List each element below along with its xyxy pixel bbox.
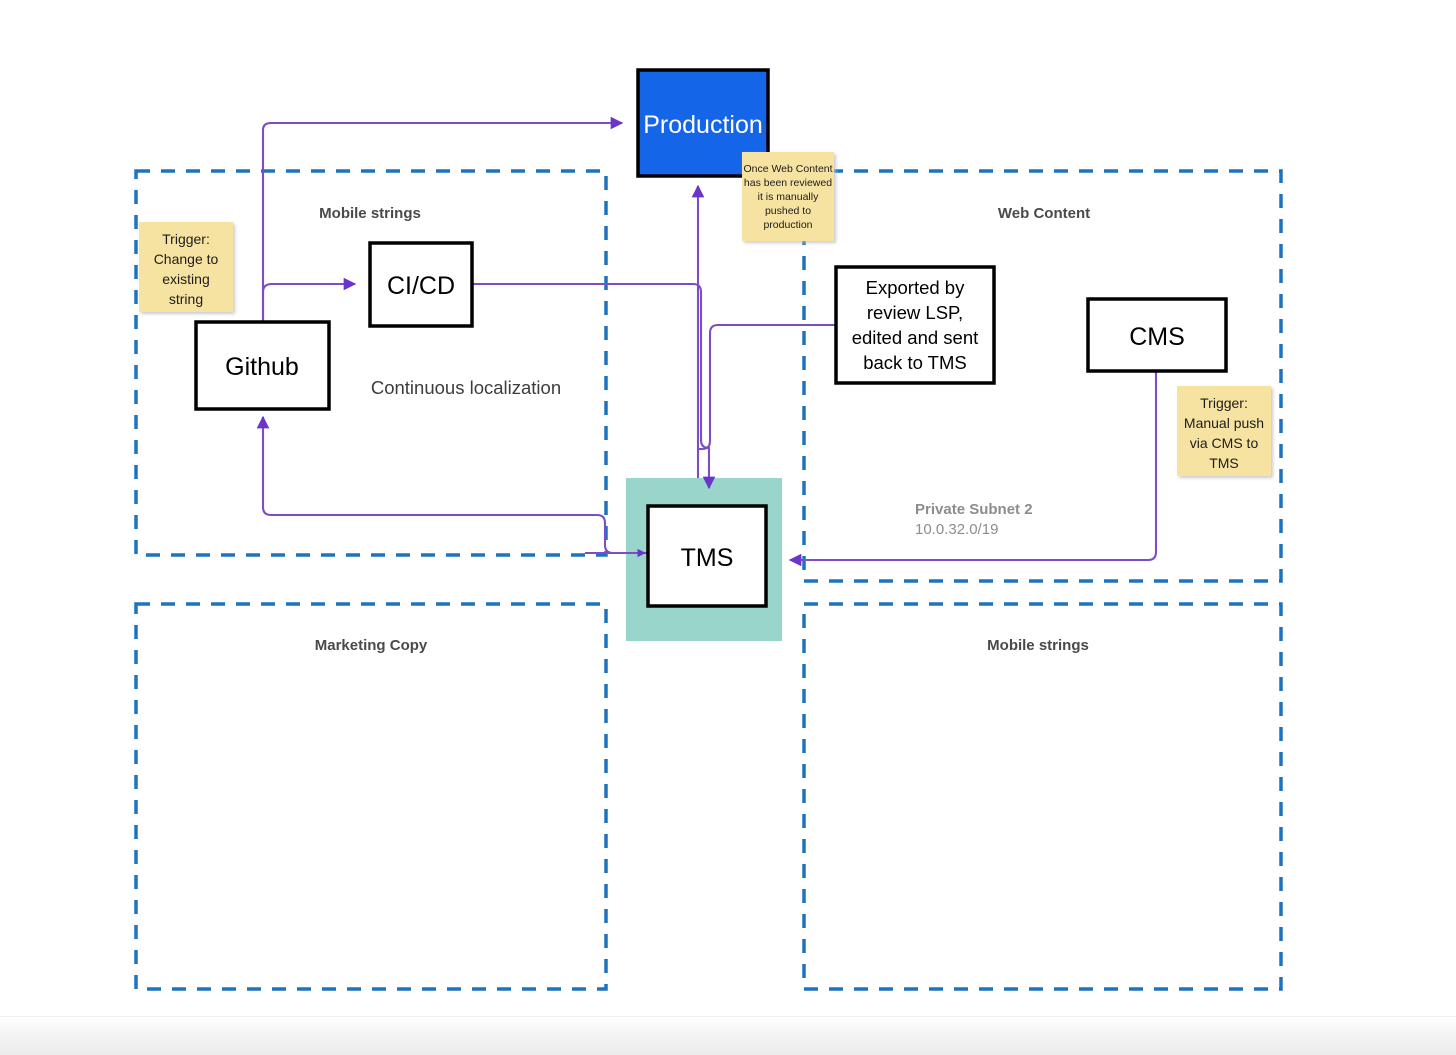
sticky-note-trigger-change-existing-string-text: Trigger: Change to existing string xyxy=(154,231,219,307)
node-exported-lsp-line-4: back to TMS xyxy=(863,352,967,373)
sticky-3-line-1: Trigger: xyxy=(1200,395,1248,411)
node-exported-lsp-line-3: edited and sent xyxy=(852,327,979,348)
private-subnet-label: Private Subnet 2 10.0.32.0/19 xyxy=(915,501,1033,538)
sticky-note-trigger-manual-push-cms[interactable] xyxy=(1177,386,1271,476)
sticky-2-line-4: pushed to xyxy=(765,205,811,217)
sticky-2-line-2: has been reviewed xyxy=(744,177,832,189)
node-exported-lsp[interactable]: Exported by review LSP, edited and sent … xyxy=(834,265,996,385)
node-github-label: Github xyxy=(225,353,299,381)
group-title-marketing-copy: Marketing Copy xyxy=(315,637,428,654)
sticky-note-trigger-manual-push-cms-text: Trigger: Manual push via CMS to TMS xyxy=(1184,395,1264,471)
group-marketing-copy xyxy=(134,602,608,991)
sticky-note-web-content-manual-push-text: Once Web Content has been reviewed it is… xyxy=(743,163,832,231)
sticky-3-line-2: Manual push xyxy=(1184,415,1264,431)
caption-continuous-localization: Continuous localization xyxy=(371,377,561,398)
sticky-2-line-1: Once Web Content xyxy=(743,163,832,175)
group-web-content xyxy=(802,169,1283,583)
node-exported-lsp-line-2: review LSP, xyxy=(867,302,963,323)
node-cicd-label: CI/CD xyxy=(387,272,455,300)
sticky-1-line-3: existing xyxy=(162,271,209,287)
sticky-1-line-1: Trigger: xyxy=(162,231,210,247)
sticky-2-line-5: production xyxy=(763,219,812,231)
group-mobile-strings-bottom xyxy=(802,602,1283,991)
group-mobile-strings-top xyxy=(134,169,608,557)
connector-tms-to-github xyxy=(256,415,648,555)
node-cicd[interactable]: CI/CD xyxy=(368,241,474,328)
sticky-note-trigger-change-existing-string[interactable] xyxy=(139,222,233,312)
private-subnet-title: Private Subnet 2 xyxy=(915,501,1033,518)
node-exported-lsp-line-1: Exported by xyxy=(866,277,965,298)
sticky-note-web-content-manual-push[interactable] xyxy=(742,152,834,241)
group-title-web-content: Web Content xyxy=(998,205,1090,222)
node-tms-label: TMS xyxy=(681,544,734,572)
sticky-2-line-3: it is manually xyxy=(758,191,819,203)
group-title-mobile-strings-bottom: Mobile strings xyxy=(987,637,1089,654)
connector-exported-to-tms xyxy=(697,323,836,451)
sticky-1-line-4: string xyxy=(169,291,203,307)
sticky-1-line-2: Change to xyxy=(154,251,219,267)
group-containers xyxy=(134,169,1283,991)
connector-github-to-cicd xyxy=(261,277,357,322)
connectors xyxy=(256,116,1158,567)
connector-github-to-production xyxy=(261,116,624,322)
sticky-3-line-4: TMS xyxy=(1209,455,1239,471)
connector-cms-to-tms xyxy=(788,371,1158,567)
node-github[interactable]: Github xyxy=(194,320,331,411)
page-footer-strip xyxy=(0,1016,1456,1055)
node-tms[interactable]: TMS xyxy=(646,504,768,608)
sticky-3-line-3: via CMS to xyxy=(1190,435,1259,451)
node-cms[interactable]: CMS xyxy=(1086,297,1228,373)
node-cms-label: CMS xyxy=(1129,323,1185,351)
group-title-mobile-strings-top: Mobile strings xyxy=(319,205,421,222)
private-subnet-cidr: 10.0.32.0/19 xyxy=(915,521,998,538)
node-production-label: Production xyxy=(643,111,763,139)
